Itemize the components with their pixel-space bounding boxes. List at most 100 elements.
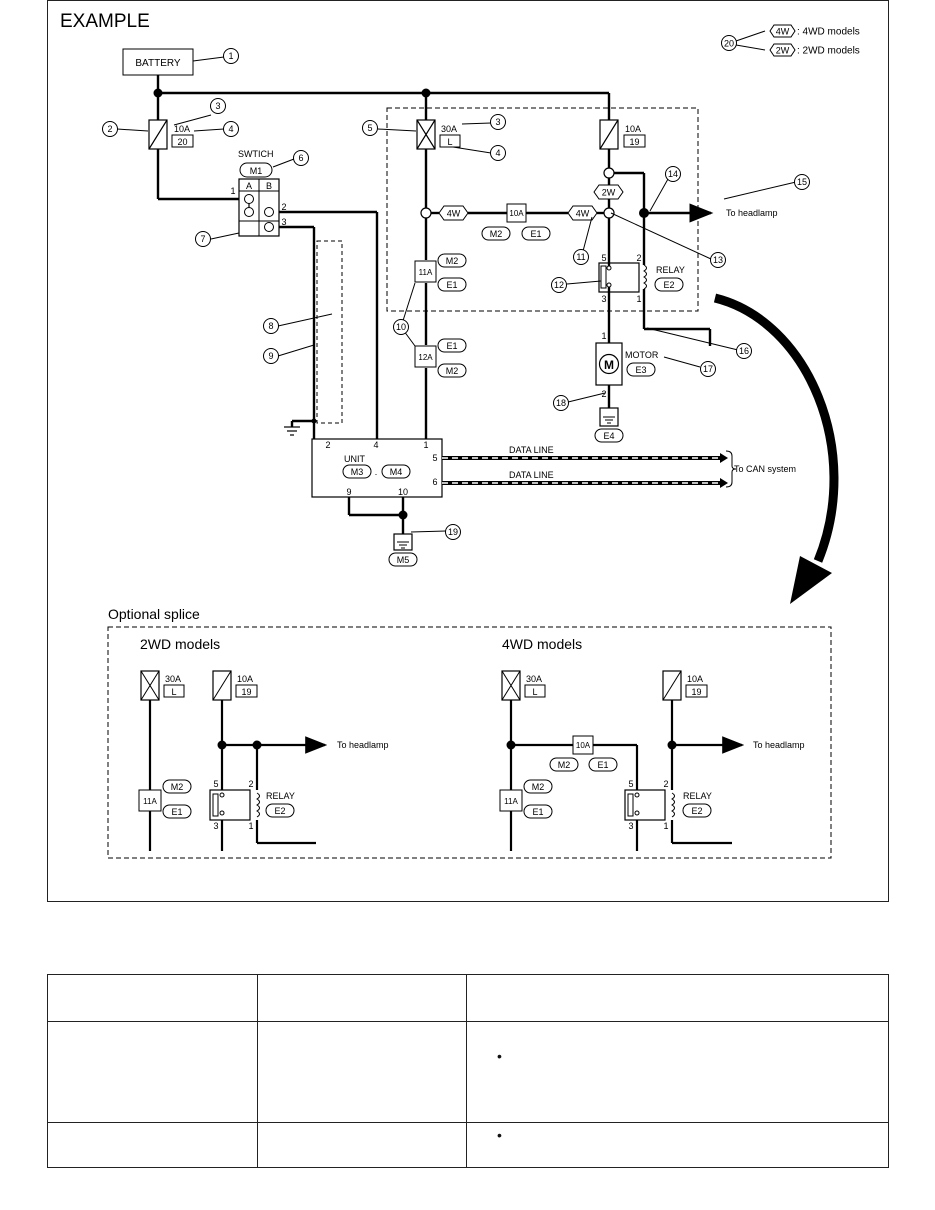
junction-12a bbox=[414, 345, 437, 368]
svg-text:E1: E1 bbox=[446, 280, 457, 290]
table-cell bbox=[257, 1021, 467, 1123]
callout-1: 1 bbox=[223, 48, 239, 64]
relay-icon bbox=[598, 262, 647, 293]
table-cell bbox=[47, 974, 258, 1022]
fuse-block-boundary bbox=[386, 107, 699, 312]
svg-text:E2: E2 bbox=[663, 280, 674, 290]
panel-2wd-title: 2WD models bbox=[140, 636, 220, 652]
svg-text:5: 5 bbox=[601, 253, 606, 263]
callout-3: 3 bbox=[490, 114, 506, 130]
panel-2wd: 2WD models 30A L 10A 19 11A M2 E1 bbox=[138, 636, 389, 851]
svg-text:11A: 11A bbox=[504, 797, 518, 806]
callout-2: 2 bbox=[102, 121, 118, 137]
svg-text:10A: 10A bbox=[576, 741, 591, 750]
svg-text:9: 9 bbox=[268, 351, 273, 361]
callout-3: 3 bbox=[210, 98, 226, 114]
splice-shield bbox=[311, 418, 317, 424]
svg-text:1: 1 bbox=[636, 294, 641, 304]
wiring-diagram: EXAMPLE 20 4W : 4WD models 2W : 2WD mode… bbox=[60, 11, 860, 604]
svg-text:M4: M4 bbox=[390, 467, 403, 477]
svg-text:4: 4 bbox=[228, 124, 233, 134]
svg-text:DATA LINE: DATA LINE bbox=[509, 470, 554, 480]
svg-text:E1: E1 bbox=[171, 807, 182, 817]
legend-2w-tag bbox=[769, 43, 796, 57]
svg-text:9: 9 bbox=[346, 487, 351, 497]
svg-text:17: 17 bbox=[703, 364, 713, 374]
table-cell bbox=[47, 1122, 258, 1168]
optional-splice-svg: Optional splice 2WD models 30A L 10A 19 … bbox=[107, 606, 832, 859]
svg-text:M2: M2 bbox=[558, 760, 571, 770]
table-cell bbox=[466, 974, 889, 1022]
splice-headlamp bbox=[639, 208, 649, 218]
fuse-20-icon bbox=[148, 119, 168, 150]
svg-text:5: 5 bbox=[628, 779, 633, 789]
svg-text:15: 15 bbox=[797, 177, 807, 187]
splice-ground-m5 bbox=[398, 510, 408, 520]
can-brace bbox=[725, 450, 737, 488]
svg-text:2: 2 bbox=[663, 779, 668, 789]
svg-text:M5: M5 bbox=[397, 555, 410, 565]
svg-text:2: 2 bbox=[248, 779, 253, 789]
panel-4wd-title: 4WD models bbox=[502, 636, 582, 652]
splice-30a bbox=[421, 88, 431, 98]
svg-text:12A: 12A bbox=[418, 353, 433, 362]
callout-13: 13 bbox=[710, 252, 726, 268]
callout-4: 4 bbox=[223, 121, 239, 137]
diagram-frame: EXAMPLE 20 4W : 4WD models 2W : 2WD mode… bbox=[47, 0, 889, 902]
svg-text:16: 16 bbox=[739, 346, 749, 356]
svg-text:2: 2 bbox=[107, 124, 112, 134]
svg-text:30A: 30A bbox=[526, 674, 542, 684]
junction-10a bbox=[506, 203, 527, 223]
fuse-30a-icon bbox=[416, 119, 436, 150]
svg-text:10: 10 bbox=[396, 322, 406, 332]
callout-11: 11 bbox=[573, 249, 589, 265]
svg-text:1: 1 bbox=[663, 821, 668, 831]
switch-body bbox=[238, 178, 280, 237]
svg-text:M1: M1 bbox=[250, 166, 263, 176]
switch-label: SWTICH bbox=[238, 149, 274, 159]
table-cell bbox=[257, 1122, 467, 1168]
svg-text:19: 19 bbox=[241, 687, 251, 697]
svg-text:12: 12 bbox=[554, 280, 564, 290]
shield-dashed bbox=[316, 240, 343, 424]
svg-text:To headlamp: To headlamp bbox=[726, 208, 778, 218]
svg-text:B: B bbox=[266, 181, 272, 191]
relay-label: RELAY bbox=[656, 265, 685, 275]
splice-arrow bbox=[713, 293, 839, 563]
motor-label: MOTOR bbox=[625, 350, 659, 360]
ground-e4-icon bbox=[599, 407, 619, 427]
svg-text:3: 3 bbox=[628, 821, 633, 831]
legend: 20 4W : 4WD models 2W : 2WD models bbox=[721, 24, 860, 57]
callout-17: 17 bbox=[700, 361, 716, 377]
svg-text:5: 5 bbox=[432, 453, 437, 463]
tag-2w bbox=[593, 184, 624, 200]
ground-m5-icon bbox=[393, 533, 413, 551]
svg-text:4W: 4W bbox=[447, 209, 461, 219]
svg-text:4: 4 bbox=[373, 440, 378, 450]
svg-text:4W: 4W bbox=[776, 27, 790, 37]
table-cell bbox=[47, 1021, 258, 1123]
junction-11a bbox=[414, 260, 437, 283]
table-cell: • bbox=[466, 1122, 889, 1168]
callout-15: 15 bbox=[794, 174, 810, 190]
svg-text:10A: 10A bbox=[687, 674, 703, 684]
svg-text:M2: M2 bbox=[446, 366, 459, 376]
svg-text:E4: E4 bbox=[603, 431, 614, 441]
svg-text:L: L bbox=[532, 687, 537, 697]
svg-text:7: 7 bbox=[200, 234, 205, 244]
svg-text:1: 1 bbox=[230, 186, 235, 196]
legend-4w-text: : 4WD models bbox=[797, 27, 860, 38]
svg-text:L: L bbox=[171, 687, 176, 697]
bullet-point: • bbox=[497, 1127, 502, 1143]
unit-label: UNIT bbox=[344, 454, 365, 464]
svg-text:2: 2 bbox=[601, 389, 606, 399]
svg-text:14: 14 bbox=[668, 169, 678, 179]
callout-20 bbox=[721, 35, 737, 51]
svg-text:2: 2 bbox=[281, 202, 286, 212]
svg-text:19: 19 bbox=[629, 137, 639, 147]
unit-box bbox=[311, 438, 443, 498]
svg-text:RELAY: RELAY bbox=[683, 791, 712, 801]
tag-4w-left bbox=[438, 205, 469, 221]
svg-text:E1: E1 bbox=[530, 229, 541, 239]
